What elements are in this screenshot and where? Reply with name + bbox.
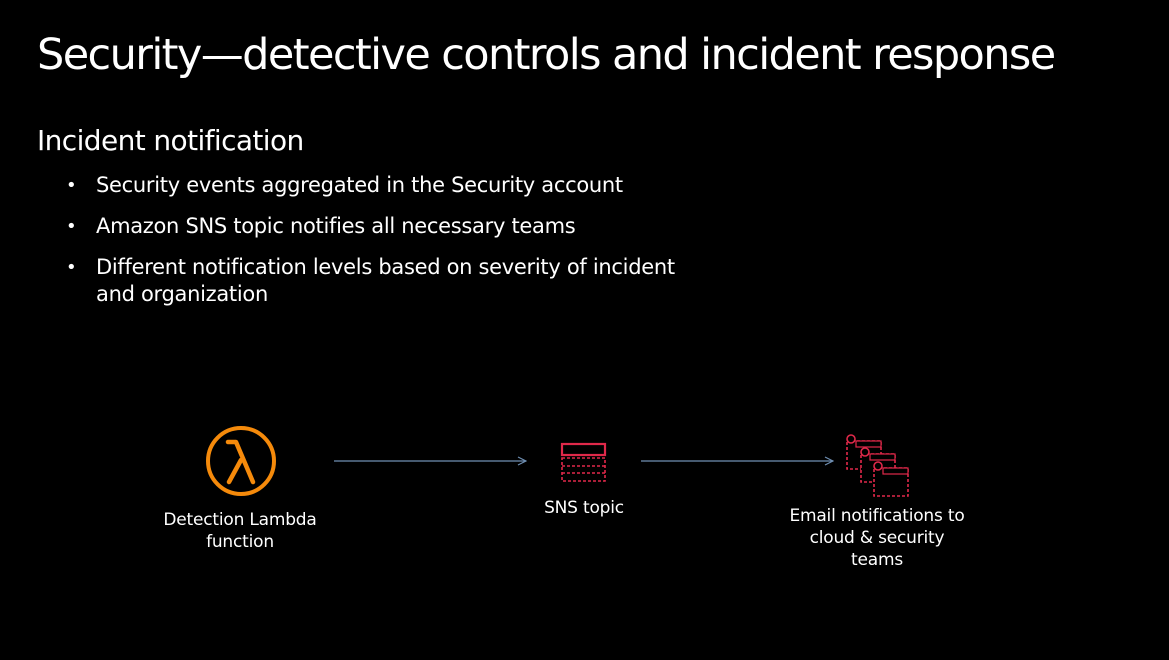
bullet-text: Security events aggregated in the Securi… (96, 173, 623, 197)
lambda-label: Detection Lambda function (163, 510, 317, 552)
bullet-item: • Different notification levels based on… (66, 254, 706, 308)
bullet-dot-icon: • (66, 257, 77, 278)
lambda-icon (206, 426, 276, 496)
bullet-dot-icon: • (66, 216, 77, 237)
sns-topic-label: SNS topic (544, 498, 624, 518)
slide-title: Security—detective controls and incident… (37, 30, 1056, 80)
email-notifications-label: Email notifications to cloud & security … (789, 506, 965, 570)
bullet-list: • Security events aggregated in the Secu… (66, 172, 706, 322)
bullet-item: • Amazon SNS topic notifies all necessar… (66, 213, 706, 240)
bullet-text: Amazon SNS topic notifies all necessary … (96, 214, 576, 238)
sns-topic-icon (560, 442, 607, 482)
bullet-dot-icon: • (66, 175, 77, 196)
slide-subtitle: Incident notification (37, 124, 304, 157)
email-notifications-icon (846, 434, 909, 497)
bullet-text: Different notification levels based on s… (96, 255, 675, 306)
bullet-item: • Security events aggregated in the Secu… (66, 172, 706, 199)
